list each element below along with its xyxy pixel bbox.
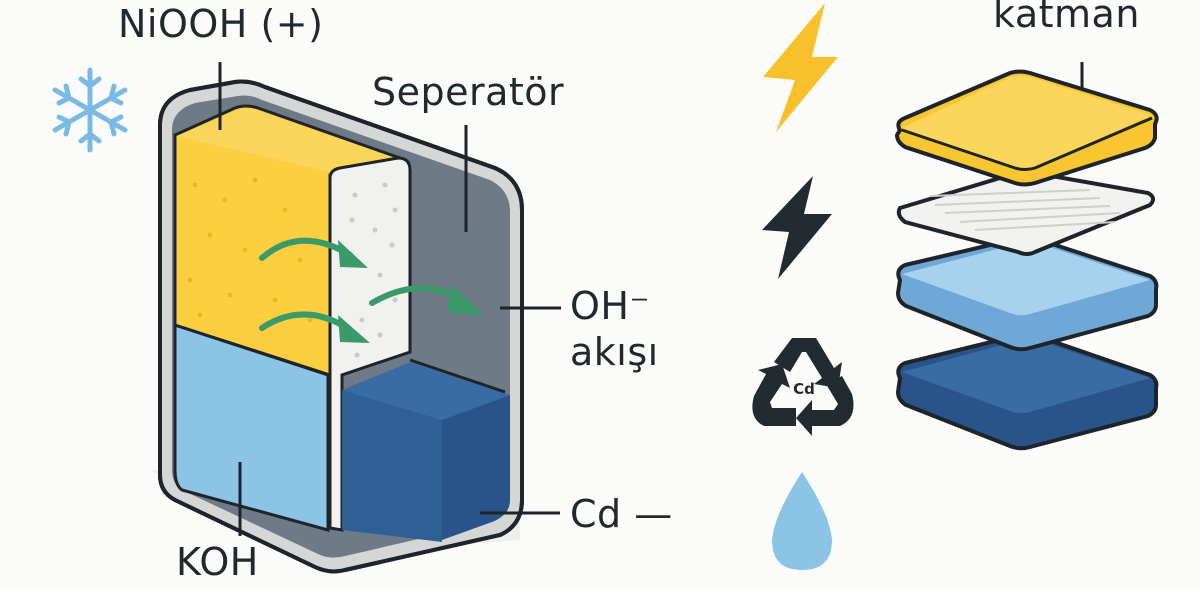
layer-koh: [895, 235, 1159, 352]
layer-stack: [894, 69, 1159, 451]
koh-label: KOH: [176, 540, 259, 584]
arrowhead: [447, 285, 483, 315]
cd-region-front: [342, 390, 442, 542]
cd-label: Cd —: [570, 492, 673, 536]
niooh-label: NiOOH (+): [118, 2, 324, 46]
recycle-icon: [752, 338, 854, 436]
separator-dots: [349, 182, 398, 358]
separator-label: Seperatör: [372, 70, 565, 114]
niooh-dots: [187, 177, 313, 323]
cd-region-top: [342, 362, 510, 420]
lightning-icon: [762, 176, 832, 279]
oh-flow-label-line1: OH⁻: [570, 284, 651, 328]
recycle-label: Cd: [793, 380, 815, 398]
layer-label: katman: [993, 0, 1140, 36]
layer-cd: [895, 332, 1159, 451]
layer-niooh: [894, 69, 1159, 187]
water-drop-icon: [772, 472, 832, 570]
lightning-icon: [763, 3, 838, 132]
oh-flow-arrowheads: [338, 240, 483, 343]
battery-cell: [150, 79, 524, 574]
koh-region: [173, 322, 330, 532]
arrowhead: [338, 240, 368, 268]
arrowhead: [338, 315, 370, 343]
niooh-top-face: [177, 108, 395, 172]
oh-flow-label-line2: akışı: [570, 330, 659, 374]
snowflake-icon: [52, 67, 128, 153]
cd-outline: [409, 358, 506, 394]
cd-region-side: [442, 395, 510, 540]
cell-casing-outline: [158, 79, 524, 574]
